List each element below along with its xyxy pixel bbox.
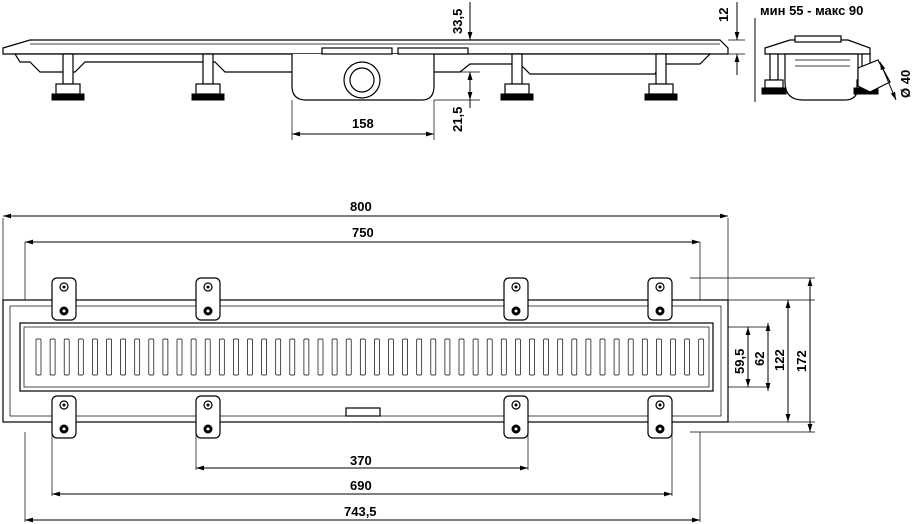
mounting-bracket [503, 277, 529, 321]
outlet-stub [345, 407, 381, 417]
grate-slot [204, 338, 211, 376]
leg-4 [644, 53, 678, 101]
grate-slot [374, 338, 380, 376]
grate-slot [162, 338, 169, 376]
grate-slot [331, 338, 338, 376]
grate-slot [670, 338, 676, 376]
dim-overall-height: 33,5 [450, 9, 465, 34]
dim-channel-width: 122 [772, 349, 787, 371]
mounting-bracket [195, 277, 221, 321]
end-view: Ø 40 [761, 35, 913, 101]
grate-slot [77, 338, 84, 376]
grate-slot [176, 338, 183, 376]
dim-total-width: 172 [794, 350, 809, 372]
mounting-bracket [647, 395, 673, 439]
grate-slot [472, 338, 479, 376]
grate-slot [656, 338, 662, 376]
grate-slot [233, 338, 239, 376]
grate-slots [35, 338, 705, 376]
grate-slot [515, 338, 521, 376]
end-frame [764, 39, 871, 55]
mounting-bracket [195, 395, 221, 439]
grate-slot [486, 338, 493, 376]
grate-slot [190, 338, 197, 376]
grate-slot [388, 338, 394, 376]
grate-slot [641, 338, 648, 376]
grate-slot [63, 338, 70, 376]
mounting-bracket [647, 277, 673, 321]
grate-slot [106, 338, 112, 376]
grate-slot [571, 338, 578, 376]
top-view: 800 750 59,5 62 122 172 [2, 199, 815, 523]
dim-frame-length: 750 [352, 225, 374, 240]
dim-channel-inner: 62 [752, 352, 767, 366]
grate-slot [120, 338, 126, 376]
grate-slot [218, 338, 225, 376]
side-view: 33,5 21,5 158 12 мин 55 - макс 90 [2, 2, 863, 140]
grate-slot [345, 338, 352, 376]
dim-bracket-inner: 370 [350, 453, 372, 468]
grate-slot [289, 338, 296, 376]
mounting-brackets [51, 277, 673, 439]
frame-plate [2, 39, 729, 55]
grate-slot [557, 338, 564, 376]
grate-slot [599, 338, 606, 376]
dim-grate-width: 59,5 [732, 349, 747, 374]
dim-frame: 12 [716, 8, 731, 22]
grate-slot [416, 338, 423, 376]
leg-1 [51, 53, 85, 101]
grate-slot [684, 338, 690, 376]
leg-3 [500, 53, 534, 101]
grate-slot [49, 338, 56, 376]
mounting-bracket [51, 395, 77, 439]
dim-bracket-outer: 690 [350, 478, 372, 493]
dim-outlet-height: 21,5 [450, 107, 465, 132]
leg-2 [191, 53, 225, 101]
grate-slot [247, 338, 253, 376]
grate-slot [430, 338, 437, 376]
dim-outlet-width: 158 [352, 116, 374, 131]
grate-slot [92, 338, 98, 376]
grate-slot [35, 338, 42, 376]
grate-slot [458, 338, 465, 376]
grate-slot [444, 338, 451, 376]
grate-slot [261, 338, 267, 376]
dim-total-length: 800 [350, 199, 372, 214]
grate-slot [613, 338, 620, 376]
end-body [784, 53, 859, 101]
mounting-bracket [51, 277, 77, 321]
dim-grate-length: 743,5 [344, 504, 377, 519]
grate-slot [359, 338, 366, 376]
grate-slot [275, 338, 282, 376]
grate-slot [698, 338, 705, 376]
grate-slot [303, 338, 310, 376]
dim-adjust: мин 55 - макс 90 [760, 3, 863, 18]
dim-outlet-diameter: Ø 40 [898, 70, 913, 98]
grate-slot [529, 338, 535, 376]
channel-inner [19, 322, 714, 392]
grate-slot [148, 338, 155, 376]
grate-slot [317, 338, 324, 376]
grate-slot [402, 338, 408, 376]
grate-slot [134, 338, 141, 376]
grate-slot [543, 338, 549, 376]
mounting-bracket [503, 395, 529, 439]
grate-slot [627, 338, 634, 376]
grate-slot [500, 338, 507, 376]
grate-slot [585, 338, 592, 376]
